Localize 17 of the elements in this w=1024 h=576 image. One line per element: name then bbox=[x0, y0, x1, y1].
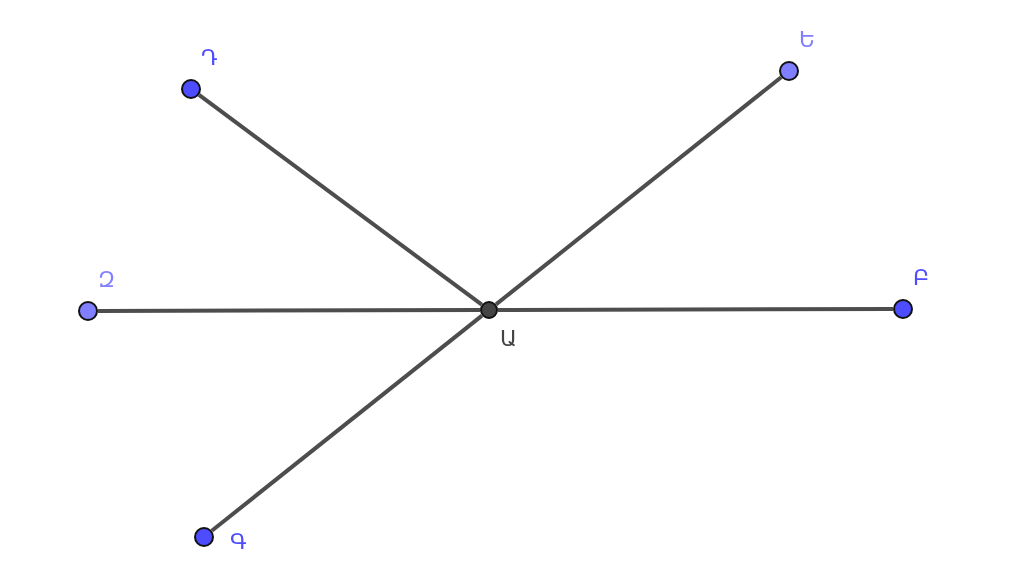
line-segment bbox=[210, 314, 484, 533]
point-label: Ե bbox=[799, 28, 816, 52]
point bbox=[893, 299, 913, 319]
point-label: Զ bbox=[98, 268, 115, 292]
point bbox=[181, 79, 201, 99]
point-label: Գ bbox=[230, 530, 247, 554]
point-label: Բ bbox=[913, 266, 930, 290]
point bbox=[194, 527, 214, 547]
line-segment bbox=[494, 75, 783, 306]
line-segment bbox=[98, 308, 480, 313]
point-label: Ա bbox=[500, 327, 517, 351]
line-segment bbox=[498, 307, 893, 312]
point bbox=[779, 61, 799, 81]
line-segment bbox=[197, 93, 483, 307]
point-label: Դ bbox=[201, 46, 218, 70]
point bbox=[78, 301, 98, 321]
point bbox=[480, 301, 498, 319]
